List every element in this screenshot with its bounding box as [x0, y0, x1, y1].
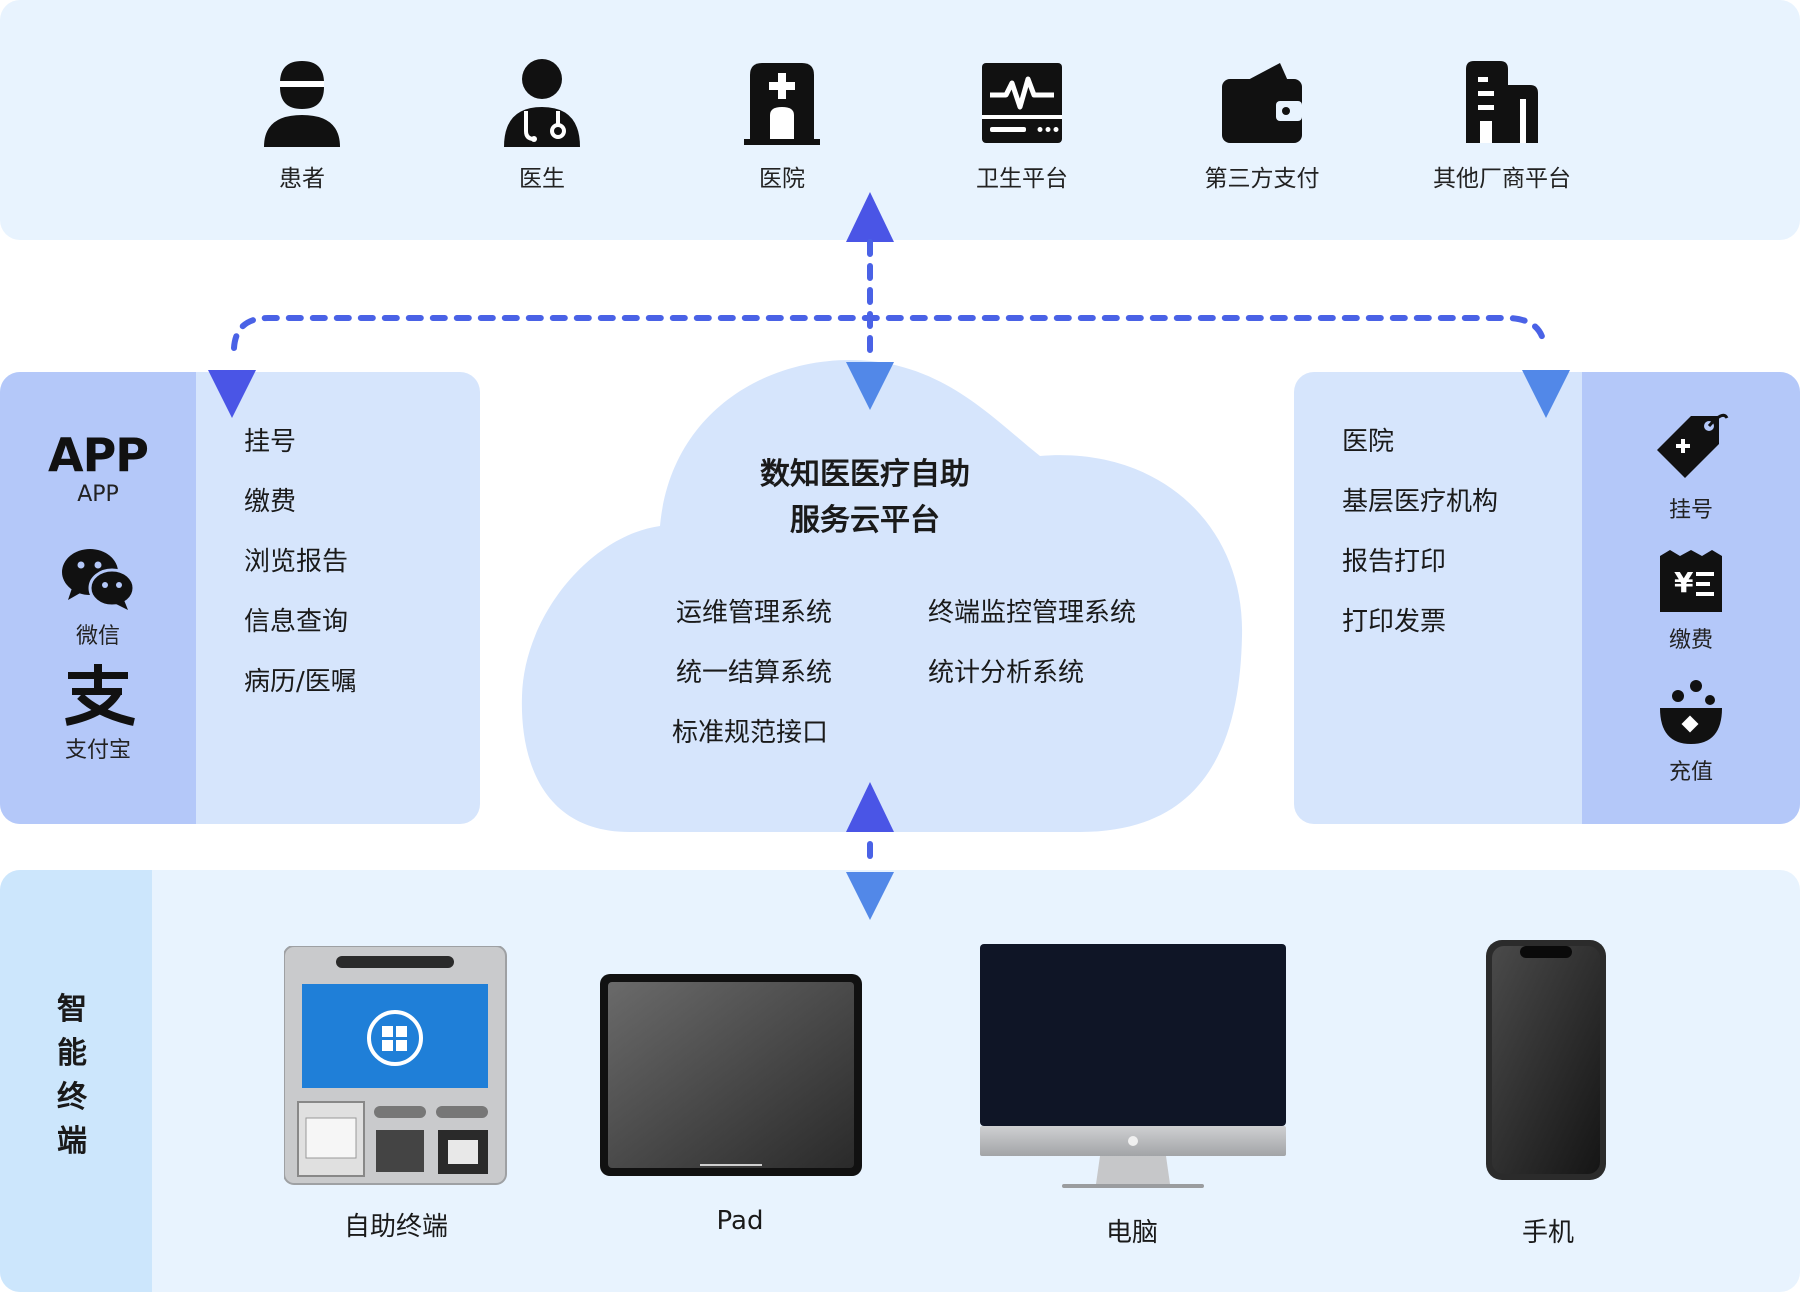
- building-icon: [1466, 61, 1538, 143]
- stakeholder-label: 其他厂商平台: [1433, 166, 1571, 192]
- stakeholder-hospital[interactable]: 医院: [692, 55, 872, 193]
- channel-label: APP: [77, 482, 119, 507]
- cloud-system-statistics[interactable]: 统计分析系统: [928, 658, 1085, 688]
- list-item[interactable]: 基层医疗机构: [1342, 487, 1499, 517]
- doctor-icon: [504, 59, 580, 147]
- location-function-list: 医院 基层医疗机构 报告打印 打印发票: [1342, 412, 1498, 652]
- service-label: 挂号: [1668, 498, 1713, 523]
- app-function-list: 挂号 缴费 浏览报告 信息查询 病历/医嘱: [244, 412, 357, 712]
- list-item[interactable]: 病历/医嘱: [244, 667, 357, 697]
- list-item[interactable]: 缴费: [244, 487, 297, 517]
- channel-app[interactable]: APP APP: [0, 428, 196, 507]
- stakeholder-label: 医生: [519, 166, 565, 192]
- device-label: 自助终端: [343, 1212, 448, 1242]
- svg-text:¥: ¥: [1674, 566, 1694, 599]
- stakeholder-health-platform[interactable]: 卫生平台: [932, 55, 1112, 193]
- patient-icon: [264, 61, 340, 147]
- service-payment[interactable]: ¥ 缴费: [1582, 548, 1800, 654]
- terminals-title: 智能终端: [57, 992, 87, 1159]
- app-logo: APP: [47, 428, 149, 482]
- service-label: 缴费: [1668, 628, 1713, 653]
- health-monitor-icon: [982, 63, 1062, 143]
- wallet-icon: [1222, 63, 1302, 143]
- channel-label: 微信: [75, 624, 120, 649]
- cloud-system-monitor[interactable]: 终端监控管理系统: [928, 598, 1137, 628]
- alipay-icon: [65, 664, 135, 726]
- stakeholder-label: 医院: [759, 166, 805, 192]
- device-label: 电脑: [1105, 1218, 1158, 1248]
- cloud-system-ops[interactable]: 运维管理系统: [676, 598, 833, 628]
- price-tag-icon: [1657, 413, 1729, 478]
- list-item[interactable]: 报告打印: [1342, 547, 1447, 577]
- stakeholder-label: 第三方支付: [1204, 166, 1320, 192]
- service-label: 充值: [1668, 760, 1713, 785]
- wechat-icon: [62, 549, 136, 610]
- stakeholder-label: 卫生平台: [976, 166, 1068, 192]
- stakeholder-label: 患者: [279, 166, 325, 192]
- device-label: 手机: [1521, 1218, 1574, 1248]
- cloud-platform-shape: [521, 360, 1243, 832]
- kiosk-icon[interactable]: [284, 946, 508, 1186]
- stakeholder-other-vendors[interactable]: 其他厂商平台: [1412, 55, 1592, 193]
- smartphone-icon[interactable]: [1484, 938, 1610, 1184]
- stakeholder-third-party-pay[interactable]: 第三方支付: [1172, 55, 1352, 193]
- receipt-icon: ¥: [1660, 550, 1722, 612]
- list-item[interactable]: 挂号: [244, 427, 297, 457]
- app-channels-panel: APP APP 微信 支付宝 挂号 缴费 浏览报告 信息查询 病历/医嘱: [0, 372, 480, 824]
- desktop-monitor-icon[interactable]: [978, 944, 1288, 1190]
- service-recharge[interactable]: 充值: [1582, 678, 1800, 786]
- list-item[interactable]: 信息查询: [244, 607, 349, 637]
- channel-label: 支付宝: [64, 738, 131, 763]
- stakeholder-patient[interactable]: 患者: [212, 55, 392, 193]
- service-register[interactable]: 挂号: [1582, 408, 1800, 524]
- cloud-platform-title: 数知医医疗自助 服务云平台: [660, 452, 1070, 544]
- cloud-system-settlement[interactable]: 统一结算系统: [676, 658, 833, 688]
- self-service-panel: 医院 基层医疗机构 报告打印 打印发票 挂号 ¥ 缴费: [1294, 372, 1800, 824]
- cloud-title-line: 服务云平台: [790, 503, 940, 538]
- stakeholder-doctor[interactable]: 医生: [452, 55, 632, 193]
- recharge-bowl-icon: [1660, 680, 1722, 744]
- list-item[interactable]: 打印发票: [1342, 607, 1447, 637]
- cloud-system-interface[interactable]: 标准规范接口: [672, 718, 829, 748]
- device-label: Pad: [716, 1206, 764, 1236]
- tablet-icon[interactable]: [600, 974, 864, 1178]
- channel-alipay[interactable]: 支付宝: [0, 664, 196, 764]
- terminals-title-strip: [0, 870, 152, 1292]
- list-item[interactable]: 医院: [1342, 427, 1395, 457]
- channel-wechat[interactable]: 微信: [0, 544, 196, 650]
- cloud-title-line: 数知医医疗自助: [760, 457, 970, 492]
- hospital-icon: [744, 63, 820, 145]
- list-item[interactable]: 浏览报告: [244, 547, 349, 577]
